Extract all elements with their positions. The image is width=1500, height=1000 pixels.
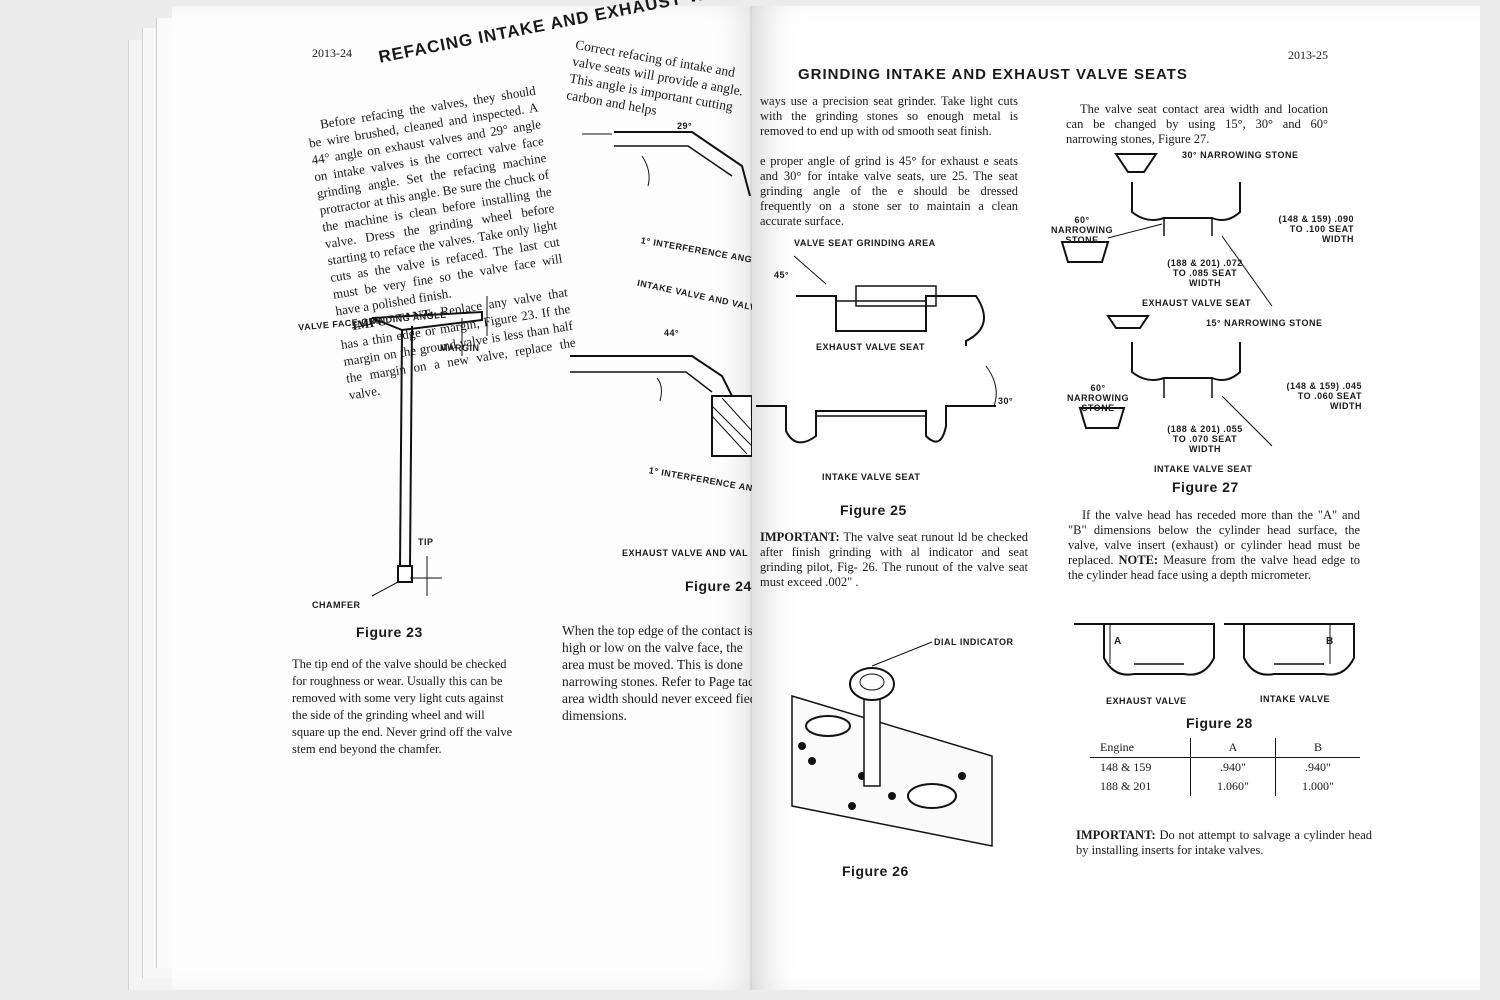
table-cell: .940": [1190, 757, 1276, 777]
label-60-stone-b: 60° NARROWING STONE: [1067, 383, 1129, 413]
figure-24-valve-seat-diagram: [570, 131, 753, 457]
right-page: 2013-25 GRINDING INTAKE AND EXHAUST VALV…: [752, 6, 1480, 990]
left-page: 2013-24 REFACING INTAKE AND EXHAUST VALV…: [172, 0, 773, 990]
table-header: Engine: [1090, 738, 1191, 758]
narrowing-paragraph: The valve seat contact area width and lo…: [1066, 102, 1328, 146]
table-cell: 188 & 201: [1090, 777, 1191, 796]
label-dimension-b: B: [1326, 636, 1334, 647]
figure-25-caption: Figure 25: [840, 502, 907, 518]
table-row: 188 & 201 1.060" 1.000": [1090, 777, 1360, 796]
angle-paragraph: e proper angle of grind is 45° for exhau…: [760, 154, 1018, 228]
label-60-stone-a: 60° NARROWING STONE: [1051, 215, 1113, 245]
important-text: Do not attempt to salvage a cylinder hea…: [1076, 828, 1373, 857]
important-label: IMPORTANT:: [760, 530, 840, 544]
label-intake-valve-seat: INTAKE VALVE SEAT: [1154, 464, 1253, 474]
table-header-row: Engine A B: [1090, 738, 1360, 758]
page-title: GRINDING INTAKE AND EXHAUST VALVE SEATS: [798, 66, 1188, 83]
label-width-188-b: (188 & 201) .055 TO .070 SEAT WIDTH: [1167, 424, 1243, 454]
recession-table: Engine A B 148 & 159 .940" .940" 188 & 2…: [1090, 738, 1360, 796]
recede-paragraph: If the valve head has receded more than …: [1068, 508, 1360, 583]
important-label: IMPORTANT:: [1076, 828, 1156, 842]
label-30-degree: 30°: [998, 396, 1014, 406]
figure-25-valve-seat-diagram: [756, 255, 997, 444]
figure-27-caption: Figure 27: [1172, 479, 1239, 495]
grinding-paragraph: ways use a precision seat grinder. Take …: [760, 94, 1018, 138]
figure-23-caption: Figure 23: [356, 624, 423, 640]
table-cell: .940": [1305, 760, 1331, 774]
intro-paragraph: Before refacing the valves, they should …: [307, 82, 564, 319]
table-header: B: [1275, 738, 1360, 758]
label-fig28-exhaust: EXHAUST VALVE: [1106, 696, 1187, 706]
note-text: Measure from the valve head edge to the …: [1068, 553, 1360, 582]
label-width-148-a: (148 & 159) .090 TO .100 SEAT WIDTH: [1278, 214, 1354, 244]
figure-23-valve-diagram: [351, 296, 488, 597]
figure-28-caption: Figure 28: [1186, 715, 1253, 731]
figure-27-narrowing-stone-diagram: [1060, 153, 1273, 447]
label-29-degree: 29°: [677, 121, 693, 131]
recede-text: If the valve head has receded more than …: [1068, 508, 1360, 567]
table-cell: 1.060": [1190, 777, 1276, 796]
label-dial-indicator: DIAL INDICATOR: [934, 637, 1014, 647]
label-dimension-a: A: [1114, 636, 1122, 647]
contact-area-paragraph: When the top edge of the contact is high…: [562, 623, 758, 723]
important-text: The valve seat runout ld be checked afte…: [760, 530, 1028, 589]
page-number: 2013-25: [1288, 48, 1328, 62]
label-width-188-a: (188 & 201) .072 TO .085 SEAT WIDTH: [1167, 258, 1243, 288]
table-row: 148 & 159 .940" .940": [1090, 757, 1360, 777]
label-tip: TIP: [418, 537, 434, 547]
label-exhaust-valve: EXHAUST VALVE AND VAL: [622, 548, 749, 558]
figure-28-valve-recession-diagram: [1074, 623, 1355, 676]
page-number: 2013-24: [312, 46, 352, 60]
figure-24-caption: Figure 24: [685, 578, 752, 594]
label-exhaust-valve-seat: EXHAUST VALVE SEAT: [1142, 298, 1252, 308]
label-exhaust-seat: EXHAUST VALVE SEAT: [816, 342, 926, 352]
figure-26-dial-indicator-diagram: [791, 641, 993, 847]
figure-26-caption: Figure 26: [842, 863, 909, 879]
label-grinding-area: VALVE SEAT GRINDING AREA: [794, 238, 936, 248]
label-intake-seat: INTAKE VALVE SEAT: [822, 472, 921, 482]
label-30-stone: 30° NARROWING STONE: [1182, 150, 1299, 160]
salvage-paragraph: IMPORTANT: Do not attempt to salvage a c…: [1076, 828, 1372, 858]
label-45-degree: 45°: [774, 270, 790, 280]
runout-paragraph: IMPORTANT: The valve seat runout ld be c…: [760, 530, 1028, 590]
label-chamfer: CHAMFER: [312, 600, 361, 610]
label-width-148-b: (148 & 159) .045 TO .060 SEAT WIDTH: [1286, 381, 1362, 411]
table-cell: 1.000": [1302, 779, 1334, 793]
label-44-degree: 44°: [664, 328, 680, 338]
label-margin: MARGIN: [440, 343, 480, 353]
label-15-stone: 15° NARROWING STONE: [1206, 318, 1323, 328]
table-header: A: [1190, 738, 1276, 758]
note-label: NOTE:: [1118, 553, 1159, 567]
tip-paragraph: The tip end of the valve should be check…: [292, 657, 513, 756]
table-cell: 148 & 159: [1090, 757, 1191, 777]
label-fig28-intake: INTAKE VALVE: [1260, 694, 1331, 704]
